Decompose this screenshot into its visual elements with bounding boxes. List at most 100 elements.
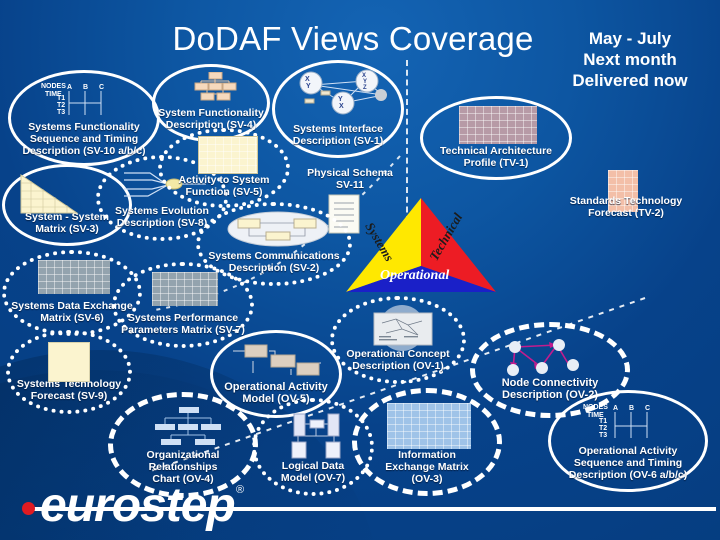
concept-sketch-icon [362,305,442,351]
eurostep-logo: eurostep ® [14,479,716,532]
view-bubble-sv3[interactable]: System - System Matrix (SV-3) [2,164,132,246]
dodaf-triangle: Systems Technical Operational [336,196,506,296]
org-chart-icon [149,405,227,449]
view-label-ov4-line3: Chart (OV-4) [152,473,214,485]
view-label-sv11: Physical Schema SV-11 [290,167,410,191]
view-bubble-ov6[interactable]: NODES TIME A B C T1 T2 T3 Operational Ac… [548,390,708,492]
comms-diagram-icon [226,211,330,247]
view-bubble-ov2[interactable]: Node Connectivity Description (OV-2) [470,322,630,418]
view-label-sv3-line2: Matrix (SV-3) [35,223,99,235]
view-label-ov6-line2: Sequence and Timing [573,457,683,469]
svg-text:X: X [339,103,344,110]
view-label-ov1-line1: Operational Concept [346,348,450,360]
svg-text:NODES: NODES [583,404,608,411]
view-label-ov1-line2: Description (OV-1) [352,360,444,372]
svg-text:Y: Y [363,79,367,85]
page-title: DoDAF Views Coverage [172,20,534,57]
legend-line-next-month: Next month [583,50,677,69]
nodes-time-matrix-icon: NODES TIME A B C T1 T2 T3 [39,79,129,117]
grey-table-icon [38,260,110,294]
view-label-sv8-line2: Description (SV-8) [116,217,208,229]
view-label-ov3-line1: Information [398,449,456,461]
view-label-ov3-line2: Exchange Matrix [385,461,469,473]
network-xyz-icon: X Y X Y Z Y X [287,69,395,117]
legend-line-delivered-now: Delivered now [572,71,688,90]
grey-table-icon [152,272,218,306]
cream-sheet-icon [48,342,90,382]
view-label-sv5-line2: Function (SV-5) [185,186,263,198]
view-bubble-ov7[interactable]: Logical Data Model (OV-7) [252,398,374,496]
view-label-tv2-line1: Standards Technology [569,195,683,207]
view-bubble-sv4[interactable]: System Functionality Description (SV-4) [152,64,270,142]
view-label-sv6-line2: Matrix (SV-6) [40,312,104,324]
logo-rule [30,507,716,511]
view-label-tv2-line2: Forecast (TV-2) [588,207,664,219]
view-bubble-ov4[interactable]: Organizational Relationships Chart (OV-4… [108,392,258,498]
view-label-sv10-line3: Description (SV-10 a/b/c) [22,145,146,157]
triangle-matrix-icon [19,173,83,215]
logo-dot-icon [22,502,35,515]
view-bubble-tv1[interactable]: Technical Architecture Profile (TV-1) [420,96,572,180]
tree-hierarchy-icon [187,71,243,102]
svg-text:B: B [629,405,634,412]
svg-text:X: X [305,76,310,83]
view-bubble-sv1[interactable]: X Y X Y Z Y X Systems Interface Descript… [272,60,404,158]
rose-table-icon [459,106,537,144]
svg-text:TIME: TIME [587,412,604,419]
view-bubble-ov1[interactable]: Operational Concept Description (OV-1) [330,296,466,384]
view-bubble-sv7[interactable]: Systems Performance Parameters Matrix (S… [112,262,254,348]
triangle-label-operational: Operational [380,268,450,283]
svg-text:T1: T1 [57,95,65,102]
nodes-time-matrix-icon: NODES TIME A B C T1 T2 T3 [581,399,677,439]
logo-wordmark: eurostep [40,479,236,532]
vertical-divider-dashed [406,60,408,232]
view-bubble-sv9[interactable]: Systems Technology Forecast (SV-9) [6,330,132,414]
view-label-ov2-line1: Node Connectivity [501,377,599,389]
svg-text:T3: T3 [599,432,607,439]
view-label-sv6-line1: Systems Data Exchange [11,300,133,312]
logo-trademark: ® [236,484,245,496]
cream-grid-icon [198,136,258,174]
svg-text:X: X [362,73,366,79]
view-label-ov7-line2: Model (OV-7) [280,472,346,484]
view-label-tv1-line1: Technical Architecture [439,145,553,157]
view-label-sv2-line2: Description (SV-2) [228,262,320,274]
view-label-sv2-line1: Systems Communications [208,250,340,262]
view-bubble-sv10[interactable]: NODES TIME A B C T1 T2 T3 Systems Functi… [8,70,160,166]
peach-table-icon [608,170,638,212]
svg-text:T3: T3 [57,109,65,116]
view-label-sv9-line2: Forecast (SV-9) [30,390,108,402]
view-bubble-sv2[interactable]: Systems Communications Description (SV-2… [196,202,352,286]
view-label-sv8-line1: Systems Evolution [115,205,209,217]
view-label-sv3-line1: System - System [24,211,110,223]
view-bubble-ov3[interactable]: Information Exchange Matrix (OV-3) [352,388,502,496]
view-label-tv2: Standards Technology Forecast (TV-2) [546,195,706,219]
view-label-sv10-line2: Sequence and Timing [29,133,139,145]
view-label-ov2-line2: Description (OV-2) [502,389,598,401]
view-bubble-sv5[interactable]: Activity to System Function (SV-5) [158,128,290,208]
svg-text:TIME: TIME [45,91,62,98]
erd-icon [282,410,352,460]
view-label-sv1-line1: Systems Interface [293,123,383,135]
status-legend: May - July Next month Delivered now [540,28,720,91]
svg-text:T2: T2 [57,102,65,109]
view-label-ov4-line1: Organizational [146,449,220,461]
svg-text:T2: T2 [599,425,607,432]
view-label-sv11-line2: SV-11 [335,179,365,191]
svg-text:NODES: NODES [41,83,66,90]
svg-text:A: A [67,84,72,91]
view-label-sv5-line1: Activity to System [178,174,270,186]
view-label-sv10-line1: Systems Functionality [28,121,140,133]
view-label-sv9-line1: Systems Technology [16,378,122,390]
svg-text:C: C [645,405,650,412]
node-graph-icon [499,335,609,379]
svg-text:B: B [83,84,88,91]
svg-text:C: C [99,84,104,91]
activity-boxes-icon [231,341,327,379]
view-label-sv11-line1: Physical Schema [307,167,393,179]
view-label-ov4-line2: Relationships [148,461,218,473]
svg-text:T1: T1 [599,418,607,425]
view-label-sv1-line2: Description (SV-1) [292,135,384,147]
view-label-ov3-line3: (OV-3) [411,473,443,485]
